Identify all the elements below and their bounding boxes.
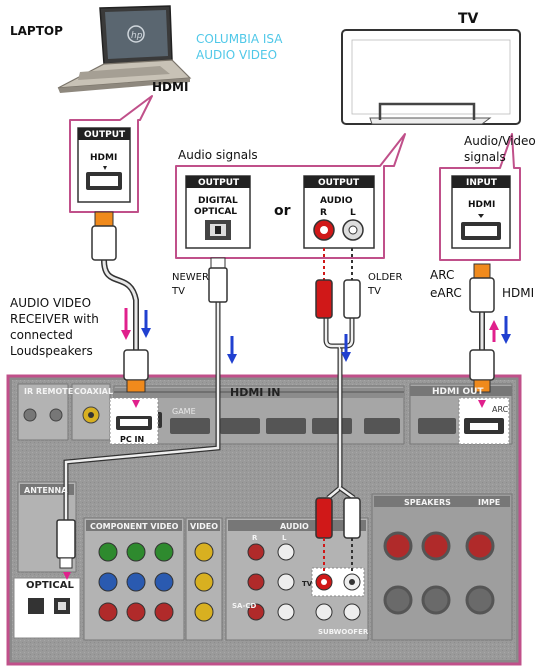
speakers-label: SPEAKERS [404,498,451,507]
av-signals-label-1: Audio/Video [464,134,536,148]
newer-tv-label-2: TV [172,286,185,297]
component-video-label: COMPONENT VIDEO [90,522,179,531]
antenna-label: ANTENNA [24,486,68,495]
game-label: GAME [172,407,196,416]
older-tv-label-1: OLDER [368,272,403,283]
signal-arrows [63,308,511,580]
callout-labels: OUTPUT HDMI OUTPUT DIGITAL OPTICAL OUTPU… [84,130,498,218]
laptop-hdmi-label: HDMI [152,80,189,94]
tv-output1-port-2: OPTICAL [194,207,237,217]
video-label: VIDEO [190,522,218,531]
ir-remote-label: IR REMOTE [24,387,73,396]
audio-r-label: R [252,534,258,542]
watermark-line-2: AUDIO VIDEO [196,48,278,62]
tv-output2-l: L [350,208,356,218]
receiver-rear-panel [6,374,522,666]
tv-output2-r: R [320,208,327,218]
pc-in-label: PC IN [120,435,144,444]
receiver-label-3: connected [10,328,73,342]
arc-label: ARC [430,268,455,282]
receiver-label-4: Loudspeakers [10,344,93,358]
av-signals-label-2: signals [464,150,506,164]
earc-label: eARC [430,286,462,300]
tv-output2-title: OUTPUT [318,178,360,188]
hdmi-cable-tv [469,263,495,393]
or-label: or [274,203,291,219]
receiver-label-1: AUDIO VIDEO [10,296,92,310]
impe-label: IMPE [478,498,500,507]
laptop-output-port: HDMI [90,153,117,163]
tv-output1-port-1: DIGITAL [198,196,238,206]
tv-label: TV [458,11,479,27]
tv-jack-label: TV [302,580,313,588]
laptop-label: LAPTOP [10,24,63,38]
tv-icon [341,29,521,125]
laptop-output-callout [69,95,153,213]
newer-tv-label-1: NEWER [172,272,209,283]
coaxial-label: COAXIAL [74,387,113,396]
audio-signals-label: Audio signals [178,148,258,162]
audio-l-label: L [282,534,287,542]
tv-output2-port: AUDIO [320,196,353,206]
hdmi-cable-laptop [91,211,149,393]
subwoofer-label: SUBWOOFER [318,628,369,636]
tv-input-title: INPUT [466,178,498,188]
tv-audio-output-callout [175,133,406,259]
tv-input-callout [439,133,521,261]
laptop-output-title: OUTPUT [84,130,126,140]
receiver-label-2: RECEIVER with [10,312,99,326]
optical-label: OPTICAL [26,580,74,591]
tv-output1-title: OUTPUT [198,178,240,188]
watermark-line-1: COLUMBIA ISA [196,32,283,46]
audio-section-label: AUDIO [280,522,309,531]
arc-port-label: ARC [492,405,509,414]
hdmi-out-label: HDMI OUT [432,387,484,397]
arc-hdmi-label: HDMI [502,286,535,300]
sa-cd-label: SA-CD [232,602,257,610]
optical-cable [56,257,228,569]
tv-input-port: HDMI [468,200,495,210]
panel-labels: IR REMOTE COAXIAL HDMI IN HDMI OUT PC IN… [24,386,509,636]
svg-text:hp: hp [131,31,143,41]
laptop-icon: hp [57,5,192,93]
older-tv-label-2: TV [368,286,381,297]
hdmi-in-label: HDMI IN [230,386,281,399]
